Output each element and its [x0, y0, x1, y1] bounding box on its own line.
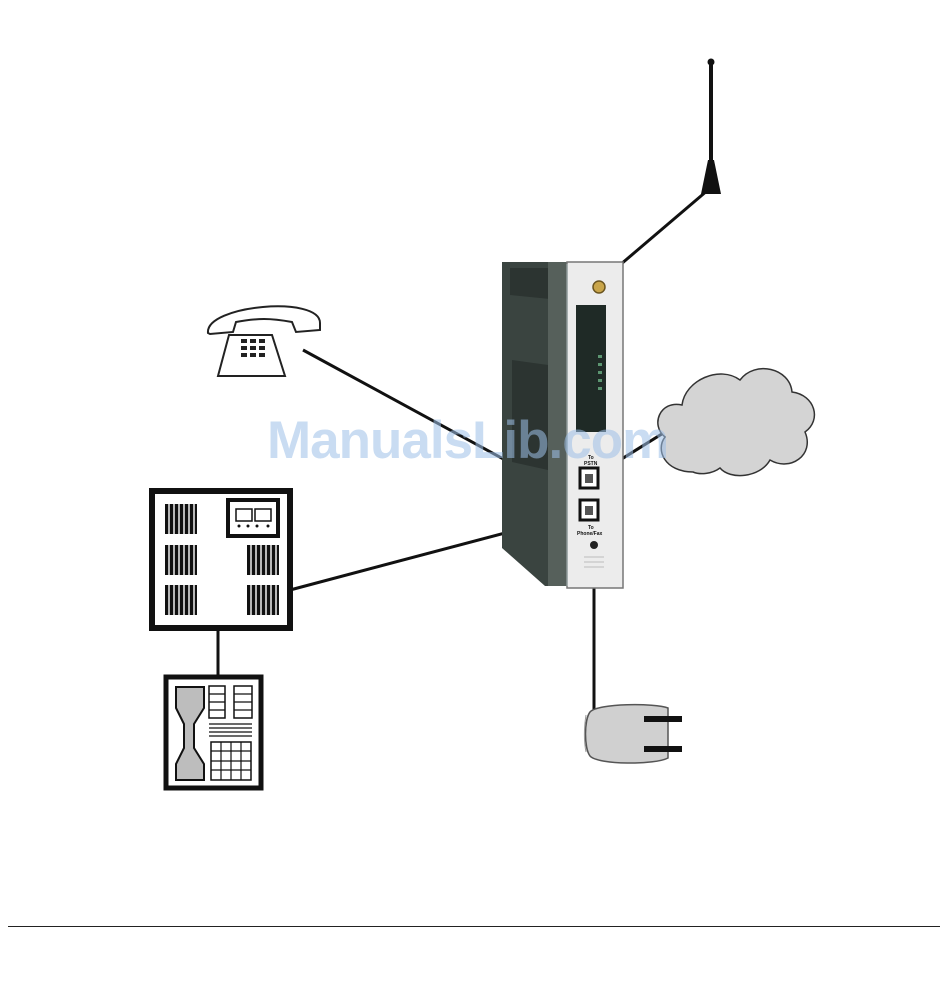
- telephone-icon: [208, 306, 320, 376]
- system-phone-icon: [166, 677, 261, 788]
- antenna-connector: [593, 281, 605, 293]
- pbx-icon: [152, 491, 290, 628]
- power-jack: [590, 541, 598, 549]
- watermark: ManualsLib.com: [267, 410, 668, 471]
- phone-port-label: Phone/Fax: [577, 531, 603, 537]
- power-plug-icon: [585, 705, 683, 763]
- footer-rule: [8, 926, 940, 927]
- cloud-icon: [658, 369, 815, 476]
- antenna-icon: [701, 59, 721, 195]
